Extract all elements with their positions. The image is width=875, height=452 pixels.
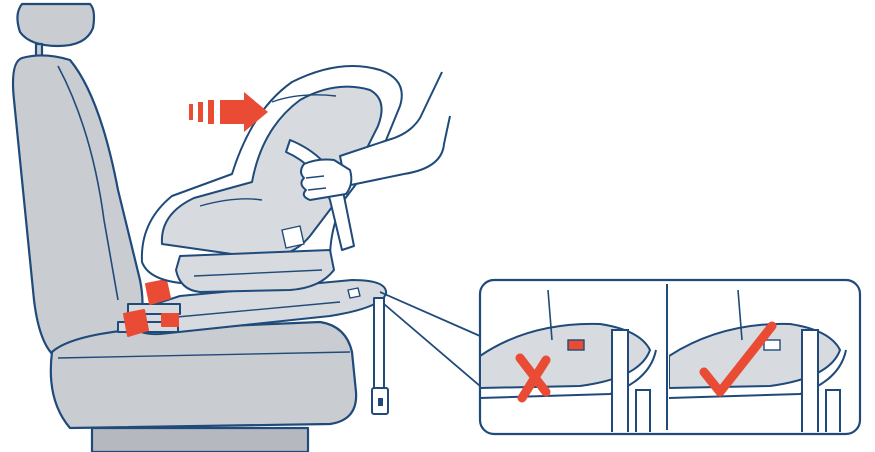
- detail-callout: [480, 280, 860, 440]
- indicator-red: [568, 340, 584, 350]
- seat-headrest: [17, 4, 94, 46]
- hand: [301, 160, 351, 201]
- support-leg: [374, 298, 384, 390]
- seat-rail: [92, 428, 308, 452]
- isofix-latch-lower: [124, 310, 148, 336]
- callout-leader: [380, 292, 480, 386]
- seat-cushion: [51, 322, 356, 428]
- isofix-indicator: [162, 314, 178, 326]
- indicator-white: [764, 340, 780, 350]
